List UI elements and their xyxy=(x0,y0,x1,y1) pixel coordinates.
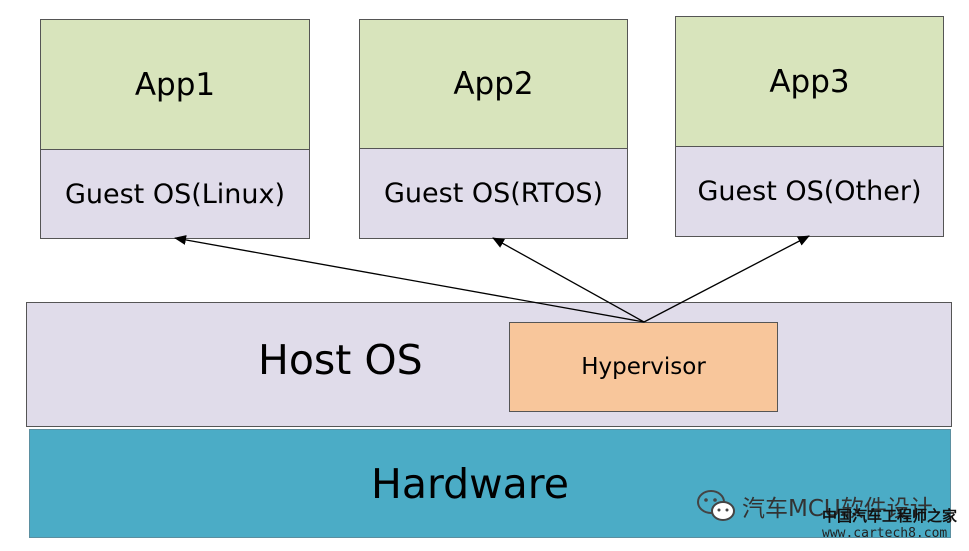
site-url: www.cartech8.com xyxy=(822,526,948,541)
app3-box: App3 xyxy=(675,16,944,147)
arrow-to-guest-os-other xyxy=(643,235,810,323)
arrow-to-guest-os-linux xyxy=(174,235,645,323)
host-os-label: Host OS xyxy=(258,336,423,384)
hardware-box: Hardware xyxy=(29,429,951,538)
app2-label: App2 xyxy=(453,66,534,102)
channel-watermark: 汽车MCU软件设计 xyxy=(696,489,933,523)
hypervisor-box: Hypervisor xyxy=(509,322,778,412)
guest-os-other-box: Guest OS(Other) xyxy=(675,146,944,237)
guest-os-rtos-label: Guest OS(RTOS) xyxy=(383,178,604,209)
wechat-icon xyxy=(696,489,736,523)
hardware-label: Hardware xyxy=(371,459,569,508)
guest-os-linux-label: Guest OS(Linux) xyxy=(64,178,286,210)
host-os-box xyxy=(26,302,952,427)
app2-box: App2 xyxy=(359,19,628,149)
guest-os-rtos-box: Guest OS(RTOS) xyxy=(359,148,628,239)
hypervisor-label: Hypervisor xyxy=(581,354,706,380)
channel-name: 汽车MCU软件设计 xyxy=(742,496,933,522)
arrow-to-guest-os-rtos xyxy=(492,237,645,323)
guest-os-other-label: Guest OS(Other) xyxy=(697,176,922,207)
site-name: 中国汽车工程师之家 xyxy=(822,507,958,525)
app3-label: App3 xyxy=(769,63,850,100)
app1-box: App1 xyxy=(40,19,310,150)
app1-label: App1 xyxy=(134,66,216,103)
